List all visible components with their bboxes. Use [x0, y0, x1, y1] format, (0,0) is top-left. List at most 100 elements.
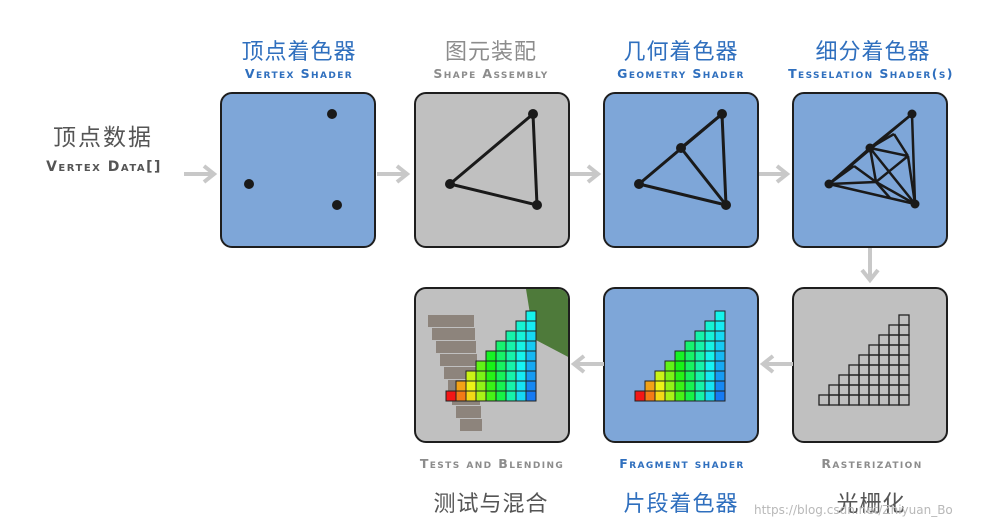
fragment-cell: [475, 360, 487, 372]
fragment-cell: [674, 380, 686, 392]
fragment-cell: [684, 350, 696, 362]
input-label-en: Vertex Data[]: [46, 159, 162, 175]
fragment-cell: [525, 360, 537, 372]
fragment-cell: [868, 384, 880, 396]
fragment-cell: [634, 390, 646, 402]
fragment-cell: [475, 370, 487, 382]
fragment-cell: [888, 394, 900, 406]
fragment-cell: [495, 390, 507, 402]
fragment-cell: [485, 350, 497, 362]
fragment-cell: [525, 370, 537, 382]
fragment-cell: [888, 344, 900, 356]
shape-assembly-title-en: Shape Assembly: [433, 66, 549, 81]
fragment-cell: [898, 384, 910, 396]
fragment-cell: [888, 334, 900, 346]
fragment-cell: [654, 380, 666, 392]
fragment-cell: [878, 334, 890, 346]
fragment-cell: [654, 370, 666, 382]
arrow-tess-to-raster: [860, 248, 880, 284]
fragment-cell: [818, 394, 830, 406]
fragment-cell: [525, 330, 537, 342]
fragment-cell: [878, 374, 890, 386]
tests-blending-title-en: Tests and Blending: [419, 456, 565, 471]
fragment-cell: [868, 344, 880, 356]
fragment-cell: [505, 360, 517, 372]
fragment-cell: [505, 340, 517, 352]
fragment-cell: [515, 380, 527, 392]
arrow-geometry-to-tess: [759, 164, 791, 184]
fragment-cell: [694, 390, 706, 402]
vertex-points-illustration: [244, 109, 342, 210]
fragment-cell: [674, 350, 686, 362]
fragment-cell: [495, 360, 507, 372]
fragment-cell: [704, 340, 716, 352]
fragment-cell: [505, 390, 517, 402]
shadow-step: [456, 406, 481, 418]
colored-fragments-illustration: [634, 310, 726, 402]
fragment-cell: [525, 310, 537, 322]
fragment-cell: [898, 374, 910, 386]
fragment-cell: [714, 360, 726, 372]
fragment-cell: [654, 390, 666, 402]
fragment-cell: [898, 364, 910, 376]
fragment-cell: [898, 314, 910, 326]
fragment-cell: [838, 384, 850, 396]
fragment-cell: [664, 360, 676, 372]
fragment-cell: [485, 380, 497, 392]
fragment-cell: [475, 380, 487, 392]
fragment-cell: [684, 360, 696, 372]
rasterization-title-en: Rasterization: [821, 456, 923, 471]
fragment-cell: [848, 374, 860, 386]
vertex-shader-title-en: Vertex Shader: [244, 66, 354, 81]
fragment-cell: [898, 354, 910, 366]
fragment-cell: [445, 390, 457, 402]
fragment-cell: [465, 370, 477, 382]
fragment-cell: [674, 370, 686, 382]
arrow-shape-to-geometry: [570, 164, 602, 184]
fragment-cell: [714, 340, 726, 352]
fragment-cell: [694, 360, 706, 372]
fragment-cell: [515, 370, 527, 382]
fragment-cell: [495, 370, 507, 382]
fragment-cell: [898, 324, 910, 336]
fragment-cell: [465, 390, 477, 402]
fragment-cell: [868, 354, 880, 366]
tesselated-mesh-illustration: [824, 109, 920, 209]
fragment-cell: [674, 360, 686, 372]
fragment-cell: [694, 370, 706, 382]
blended-fragments-illustration: [428, 289, 568, 431]
fragment-cell: [888, 364, 900, 376]
fragment-cell: [868, 364, 880, 376]
fragment-cell: [475, 390, 487, 402]
tess-shader-title-en: Tesselation Shader(s): [788, 66, 954, 81]
fragment-cell: [858, 354, 870, 366]
fragment-cell: [505, 350, 517, 362]
fragment-cell: [848, 384, 860, 396]
fragment-cell: [888, 374, 900, 386]
fragment-cell: [485, 370, 497, 382]
fragment-cell: [694, 380, 706, 392]
fragment-cell: [515, 360, 527, 372]
fragment-cell: [828, 394, 840, 406]
fragment-cell: [455, 380, 467, 392]
fragment-cell: [455, 390, 467, 402]
fragment-cell: [828, 384, 840, 396]
fragment-cell: [505, 330, 517, 342]
fragment-cell: [684, 380, 696, 392]
fragment-cell: [674, 390, 686, 402]
fragment-cell: [714, 320, 726, 332]
fragment-cell: [515, 330, 527, 342]
fragment-cell: [515, 340, 527, 352]
fragment-cell: [694, 330, 706, 342]
fragment-cell: [848, 364, 860, 376]
fragment-cell: [704, 320, 716, 332]
fragment-cell: [505, 370, 517, 382]
fragment-cell: [858, 384, 870, 396]
fragment-cell: [525, 390, 537, 402]
fragment-cell: [878, 364, 890, 376]
shadow-step: [460, 419, 482, 431]
vertex-shader-title-zh: 顶点着色器: [241, 40, 357, 65]
fragment-cell: [898, 344, 910, 356]
fragment-cell: [838, 374, 850, 386]
tess-shader-title-zh: 细分着色器: [815, 40, 931, 65]
